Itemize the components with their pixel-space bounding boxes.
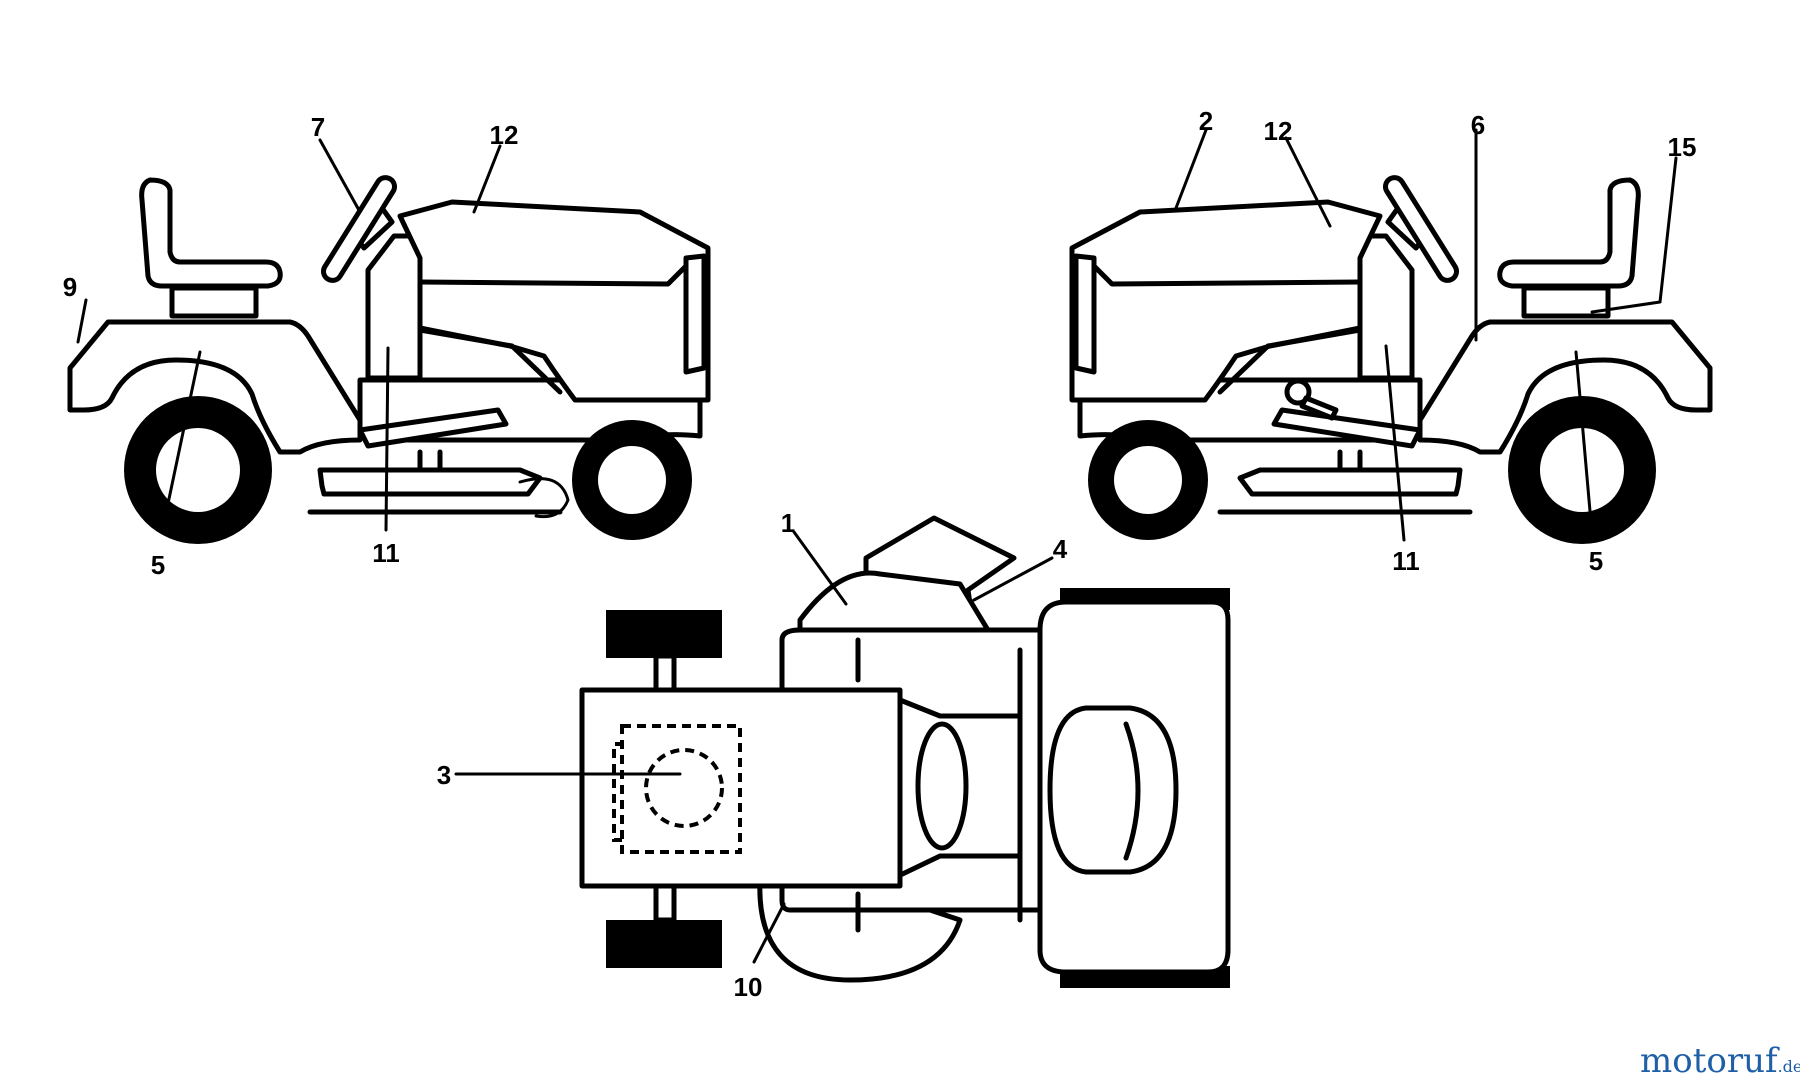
left-seat-post (169, 285, 259, 319)
top-front-wheel-upper (606, 610, 722, 658)
watermark-logo: motoruf.de (1640, 1041, 1800, 1081)
top-engine-decal (620, 724, 742, 854)
callout-left-side-panel: 11 (372, 538, 400, 568)
left-foot-pedal (357, 407, 509, 449)
callout-top-hood: 1 (781, 508, 795, 538)
watermark-brand: motoruf (1640, 1041, 1780, 1081)
top-seat (1047, 705, 1179, 875)
watermark-suffix: .de (1778, 1057, 1800, 1076)
callout-left-fender: 5 (151, 550, 165, 580)
left-hood (397, 199, 711, 403)
right-seat-back (1497, 177, 1641, 289)
left-steering-wheel (321, 175, 397, 283)
callout-right-side-panel: 11 (1392, 546, 1420, 576)
left-seat-back (139, 177, 283, 289)
callout-right-fender: 5 (1589, 546, 1603, 576)
right-steering-wheel (1383, 175, 1459, 283)
right-hood (1069, 199, 1383, 403)
callout-left-seat-lower: 9 (63, 272, 77, 302)
callout-right-hood: 12 (1264, 116, 1293, 146)
svg-text:motoruf.de: motoruf.de (1640, 1041, 1800, 1081)
left-mower-deck (317, 467, 543, 497)
callout-top-grille: 4 (1053, 534, 1068, 564)
right-side-view: 2 12 6 15 11 5 (1069, 106, 1713, 576)
left-grille (683, 253, 707, 375)
top-steering-wheel (915, 721, 969, 851)
callout-top-deck: 10 (734, 972, 763, 1002)
callout-right-rear: 6 (1471, 110, 1485, 140)
top-engine-cap (644, 748, 724, 828)
callout-top-engine: 3 (437, 760, 451, 790)
right-rear-fender (1417, 319, 1713, 455)
left-side-view: 9 7 12 5 11 (63, 112, 711, 580)
left-dash-tower (365, 233, 423, 381)
callout-left-hood: 12 (490, 120, 519, 150)
callout-left-steering: 7 (311, 112, 325, 142)
left-rear-fender (67, 319, 363, 455)
callout-right-hood-top: 2 (1199, 106, 1213, 136)
top-view: 1 4 3 10 (437, 508, 1231, 1002)
callout-right-seat: 15 (1668, 132, 1697, 162)
top-front-wheel-lower (606, 920, 722, 968)
